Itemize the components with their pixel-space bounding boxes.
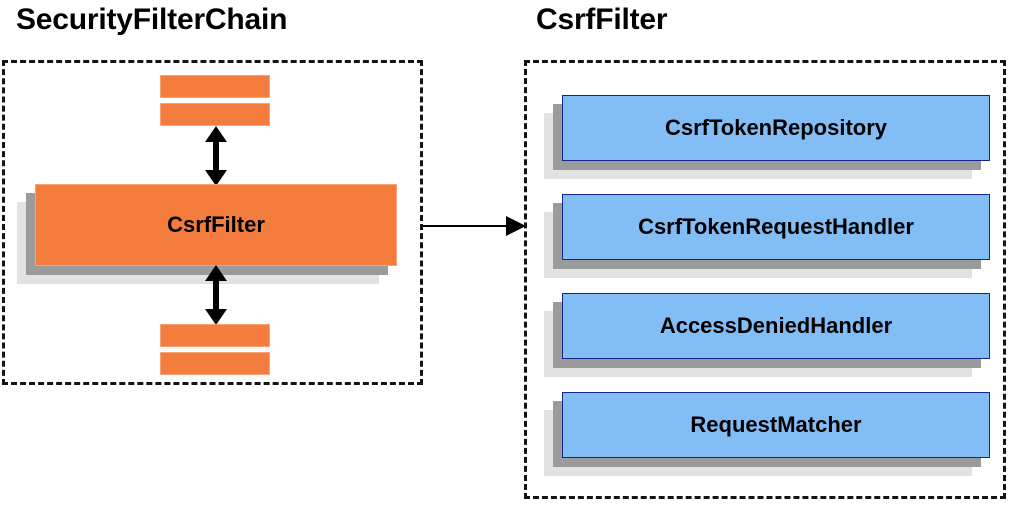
filter-bar-bottom-2 <box>160 352 270 375</box>
page-title-security-filter-chain: SecurityFilterChain <box>16 3 288 36</box>
arrow-shaft <box>213 279 219 311</box>
connector-arrow-right-icon <box>423 216 526 236</box>
csrf-filter-container <box>524 60 1006 499</box>
component-card-label: CsrfTokenRepository <box>664 115 888 140</box>
component-card-label: RequestMatcher <box>690 412 862 437</box>
double-arrow-up-down-icon-top <box>205 126 227 186</box>
component-card-csrf-token-request-handler[interactable]: CsrfTokenRequestHandler <box>544 194 990 278</box>
component-card-csrf-token-repository[interactable]: CsrfTokenRepository <box>544 95 990 179</box>
csrf-filter-card-label: CsrfFilter <box>167 212 265 237</box>
component-card-label: AccessDeniedHandler <box>659 313 893 338</box>
filter-bar-bottom-1 <box>160 324 270 347</box>
security-filter-chain-container <box>2 60 423 385</box>
component-card-request-matcher[interactable]: RequestMatcher <box>544 392 990 476</box>
double-arrow-up-down-icon-bottom <box>205 265 227 325</box>
csrf-filter-card[interactable]: CsrfFilter <box>17 184 397 284</box>
filter-bar-top-2 <box>160 103 270 126</box>
arrow-head-right-icon <box>506 216 526 236</box>
component-card-face: AccessDeniedHandler <box>562 293 990 359</box>
component-card-label: CsrfTokenRequestHandler <box>638 214 914 239</box>
arrow-head-up-icon <box>205 265 227 281</box>
arrow-shaft <box>423 225 508 227</box>
arrow-head-up-icon <box>205 126 227 142</box>
component-card-face: CsrfTokenRepository <box>562 95 990 161</box>
component-card-access-denied-handler[interactable]: AccessDeniedHandler <box>544 293 990 377</box>
arrow-shaft <box>213 140 219 172</box>
page-title-csrf-filter: CsrfFilter <box>536 3 668 36</box>
arrow-head-down-icon <box>205 170 227 186</box>
component-card-face: CsrfTokenRequestHandler <box>562 194 990 260</box>
arrow-head-down-icon <box>205 309 227 325</box>
component-card-face: RequestMatcher <box>562 392 990 458</box>
filter-bar-top-1 <box>160 75 270 98</box>
csrf-filter-card-face: CsrfFilter <box>35 184 397 266</box>
